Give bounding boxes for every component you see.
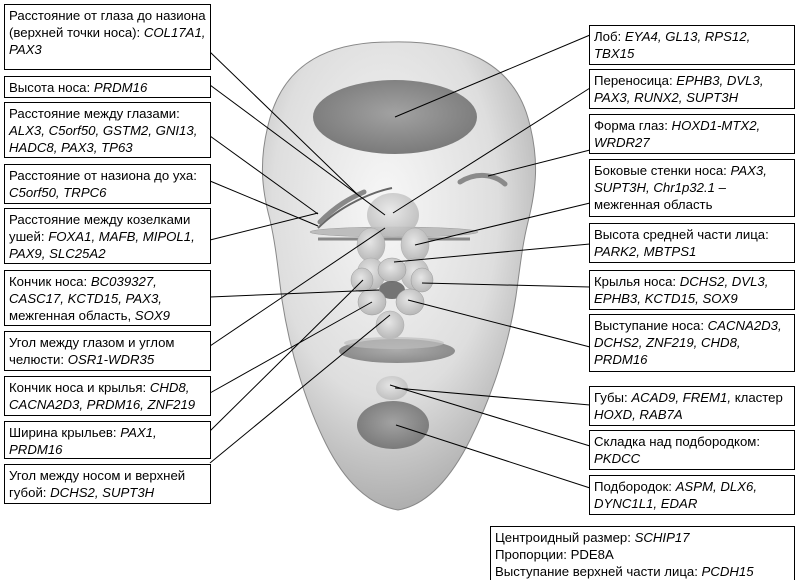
gene-list: PCDH15 xyxy=(702,564,754,579)
label-text: Форма глаз: xyxy=(594,118,672,133)
label-text: Пропорции: PDE8A xyxy=(495,547,614,562)
label-text: Расстояние от назиона до уха: xyxy=(9,168,197,183)
leader-nasion-ear xyxy=(210,181,318,226)
label-eye-jaw: Угол между глазом и углом челюсти: OSR1-… xyxy=(4,331,211,371)
label-forehead: Лоб: EYA4, GL13, RPS12, TBX15 xyxy=(589,25,795,65)
label-nose-lip: Угол между носом и верхней губой: DCHS2,… xyxy=(4,464,211,504)
gene-list: DCHS2, SUPT3H xyxy=(50,485,154,500)
label-text: Кончик носа: xyxy=(9,274,91,289)
centroid-size-line: Центроидный размер: SCHIP17 xyxy=(495,529,790,546)
leader-nasion-eye xyxy=(210,52,357,194)
leader-nose-lip xyxy=(210,315,390,463)
gene-list: PKDCC xyxy=(594,451,640,466)
gene-list: PRDM16 xyxy=(94,80,148,95)
label-tragion: Расстояние между козелками ушей: FOXA1, … xyxy=(4,208,211,264)
label-eye-shape: Форма глаз: HOXD1-MTX2, WRDR27 xyxy=(589,114,795,154)
leader-nose-bridge xyxy=(393,88,590,213)
label-text: Переносица: xyxy=(594,73,676,88)
leader-midface xyxy=(394,244,590,262)
label-nose-walls: Боковые стенки носа: PAX3, SUPT3H, Chr1p… xyxy=(589,159,795,217)
label-text: Крылья носа: xyxy=(594,274,680,289)
label-nasion-ear: Расстояние от назиона до уха: C5orf50, T… xyxy=(4,164,211,204)
leader-tragion xyxy=(210,213,318,240)
leader-interocular xyxy=(210,136,318,214)
gene-list: ACAD9, FREM1, xyxy=(631,390,734,405)
leader-alae xyxy=(422,283,590,287)
leader-nose-tip xyxy=(210,290,379,297)
gene-list: ALX3, C5orf50, GSTM2, GNI13, HADC8, PAX3… xyxy=(9,123,197,155)
label-text: Центроидный размер: xyxy=(495,530,635,545)
leader-chin xyxy=(396,425,590,488)
label-tail: межгенная область, xyxy=(9,308,135,323)
label-text: Подбородок: xyxy=(594,479,676,494)
upper-face-line: Выступание верхней части лица: PCDH15 xyxy=(495,563,790,580)
label-alae: Крылья носа: DCHS2, DVL3, EPHB3, KCTD15,… xyxy=(589,270,795,310)
label-lips: Губы: ACAD9, FREM1, кластер HOXD, RAB7A xyxy=(589,386,795,426)
label-text: Губы: xyxy=(594,390,631,405)
label-text: Ширина крыльев: xyxy=(9,425,120,440)
gene-list-tail: HOXD, RAB7A xyxy=(594,407,683,422)
label-nose-tip: Кончик носа: BC039327, CASC17, KCTD15, P… xyxy=(4,270,211,326)
label-interocular: Расстояние между глазами: ALX3, C5orf50,… xyxy=(4,102,211,158)
leader-lips xyxy=(395,388,590,405)
label-text: Высота средней части лица: xyxy=(594,227,769,242)
proportions-line: Пропорции: PDE8A xyxy=(495,546,790,563)
gene-list: C5orf50, TRPC6 xyxy=(9,185,106,200)
label-midface: Высота средней части лица: PARK2, MBTPS1 xyxy=(589,223,795,263)
label-nose-height: Высота носа: PRDM16 xyxy=(4,76,211,98)
leader-nose-protrusion xyxy=(408,300,590,347)
label-ala-width: Ширина крыльев: PAX1, PRDM16 xyxy=(4,421,211,459)
label-tail: кластер xyxy=(735,390,783,405)
label-nose-bridge: Переносица: EPHB3, DVL3, PAX3, RUNX2, SU… xyxy=(589,69,795,109)
leader-nose-height xyxy=(210,85,385,215)
gene-list-tail: SOX9 xyxy=(135,308,170,323)
label-text: Расстояние между глазами: xyxy=(9,106,180,121)
leader-chin-fold xyxy=(390,385,590,446)
label-chin: Подбородок: ASPM, DLX6, DYNC1L1, EDAR xyxy=(589,475,795,515)
label-text: Выступание носа: xyxy=(594,318,708,333)
label-tip-alae: Кончик носа и крылья: CHD8, CACNA2D3, PR… xyxy=(4,376,211,416)
leader-nose-walls xyxy=(415,203,590,245)
label-text: Лоб: xyxy=(594,29,625,44)
label-global-traits: Центроидный размер: SCHIP17 Пропорции: P… xyxy=(490,526,795,580)
leader-tip-alae xyxy=(210,302,372,393)
leader-eye-jaw xyxy=(210,228,385,346)
gene-list: OSR1-WDR35 xyxy=(68,352,154,367)
gene-list: SCHIP17 xyxy=(635,530,690,545)
leader-eye-shape xyxy=(488,150,590,176)
label-text: Складка над подбородком: xyxy=(594,434,760,449)
leader-forehead xyxy=(395,35,590,117)
label-text: Высота носа: xyxy=(9,80,94,95)
gene-list: PARK2, MBTPS1 xyxy=(594,244,696,259)
label-nose-protrusion: Выступание носа: CACNA2D3, DCHS2, ZNF219… xyxy=(589,314,795,372)
label-text: Выступание верхней части лица: xyxy=(495,564,702,579)
label-text: Боковые стенки носа: xyxy=(594,163,731,178)
label-text: Кончик носа и крылья: xyxy=(9,380,150,395)
label-nasion-eye: Расстояние от глаза до назиона (верхней … xyxy=(4,4,211,70)
label-chin-fold: Складка над подбородком: PKDCC xyxy=(589,430,795,470)
